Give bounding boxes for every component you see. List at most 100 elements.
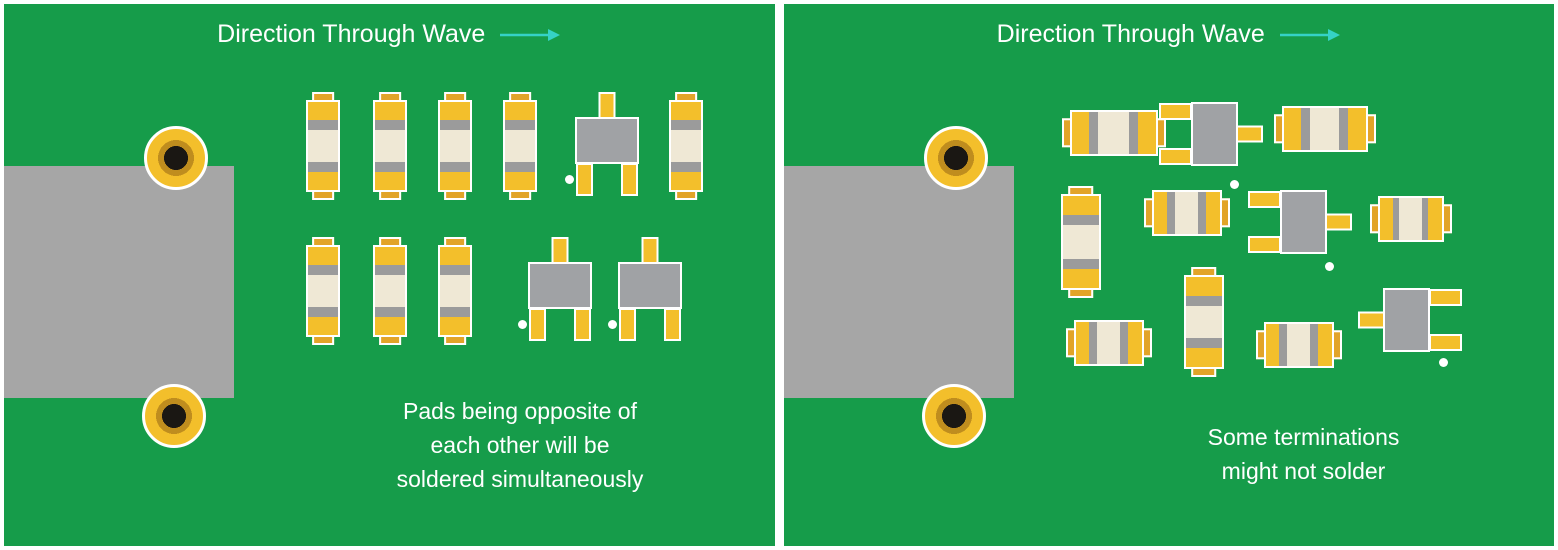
chip-body	[1060, 194, 1101, 290]
chip-body	[373, 245, 407, 337]
sot-body	[1190, 102, 1238, 166]
chip-pad	[1428, 198, 1442, 240]
sot-body	[1279, 190, 1327, 254]
chip-pad	[440, 102, 470, 121]
chip-band	[308, 306, 338, 317]
chip-pad	[375, 102, 405, 121]
component-layer	[784, 4, 1555, 546]
panel-caption: Pads being opposite of each other will b…	[350, 394, 690, 496]
chip-band	[1089, 112, 1099, 154]
caption-line: each other will be	[430, 432, 610, 458]
chip-pad	[1283, 108, 1301, 150]
connector-body	[783, 166, 1014, 398]
chip-pad	[1205, 192, 1220, 234]
smd-chip	[1143, 190, 1230, 236]
chip-pad	[1062, 268, 1099, 288]
chip-band	[1128, 112, 1138, 154]
chip-band	[440, 265, 470, 276]
chip-pad	[1185, 277, 1222, 296]
orientation-dot	[1229, 180, 1239, 189]
chip-band	[1279, 324, 1287, 366]
smd-chip	[306, 237, 340, 345]
chip-core	[308, 130, 338, 162]
sot-lead	[1247, 236, 1281, 253]
chip-pad	[1075, 322, 1090, 364]
chip-body	[1069, 110, 1158, 156]
chip-pad	[671, 171, 701, 190]
chip-body	[1281, 106, 1368, 152]
chip-pad	[1127, 322, 1142, 364]
chip-body	[1377, 196, 1444, 242]
smd-chip	[1065, 320, 1152, 366]
smd-chip	[1369, 196, 1452, 242]
sot-body	[618, 262, 682, 309]
chip-core	[1174, 192, 1199, 234]
chip-band	[505, 120, 535, 131]
sot-lead	[574, 308, 591, 341]
chip-band	[1300, 108, 1310, 150]
chip-body	[1183, 275, 1224, 369]
chip-core	[308, 275, 338, 307]
sot-lead	[529, 308, 546, 341]
chip-pad	[440, 316, 470, 335]
smd-chip	[373, 237, 407, 345]
chip-pad	[440, 171, 470, 190]
wave-direction-arrow-icon	[1279, 28, 1340, 41]
chip-pad	[1137, 112, 1156, 154]
smd-chip	[669, 92, 703, 200]
chip-core	[1399, 198, 1422, 240]
sot23-component	[1247, 184, 1352, 260]
chip-core	[1309, 108, 1340, 150]
chip-pad	[1062, 196, 1099, 216]
panel-title-text: Direction Through Wave	[217, 20, 486, 48]
smd-chip	[438, 237, 472, 345]
panel-title-text: Direction Through Wave	[996, 20, 1265, 48]
chip-pad	[1317, 324, 1332, 366]
smd-chip	[503, 92, 537, 200]
chip-band	[440, 161, 470, 172]
sot-body	[528, 262, 592, 309]
through-hole-pad	[921, 384, 986, 448]
chip-body	[438, 100, 472, 192]
chip-body	[373, 100, 407, 192]
sot-lead	[576, 163, 593, 196]
chip-core	[1062, 225, 1099, 259]
smd-chip	[1255, 322, 1342, 368]
chip-band	[375, 306, 405, 317]
chip-core	[1185, 305, 1222, 339]
chip-band	[375, 161, 405, 172]
sot-lead	[619, 308, 636, 341]
sot23-component	[522, 237, 598, 341]
smd-chip	[1273, 106, 1376, 152]
chip-core	[505, 130, 535, 162]
chip-body	[669, 100, 703, 192]
chip-band	[440, 120, 470, 131]
chip-core	[375, 275, 405, 307]
smd-chip	[1061, 110, 1166, 156]
chip-band	[1421, 198, 1429, 240]
panel-title: Direction Through Wave	[4, 20, 775, 49]
chip-band	[1198, 192, 1206, 234]
chip-band	[1185, 338, 1222, 349]
component-layer	[4, 4, 775, 546]
chip-pad	[671, 102, 701, 121]
through-hole-pad	[144, 126, 208, 190]
chip-band	[308, 265, 338, 276]
chip-pad	[308, 247, 338, 266]
chip-band	[440, 306, 470, 317]
sot-lead	[664, 308, 681, 341]
chip-pad	[308, 102, 338, 121]
panel-title: Direction Through Wave	[784, 20, 1555, 49]
panel-correct-orientation: Direction Through Wave Pads being opposi…	[4, 4, 775, 546]
chip-core	[1098, 112, 1129, 154]
smd-chip	[306, 92, 340, 200]
orientation-dot	[1438, 358, 1448, 367]
chip-pad	[375, 316, 405, 335]
caption-line: Pads being opposite of	[402, 398, 637, 424]
sot-lead	[1428, 334, 1462, 351]
panel-random-orientation: Direction Through Wave Some terminations…	[783, 4, 1555, 546]
sot-lead	[1158, 103, 1192, 120]
chip-band	[1339, 108, 1349, 150]
caption-line: might not solder	[1221, 458, 1386, 484]
